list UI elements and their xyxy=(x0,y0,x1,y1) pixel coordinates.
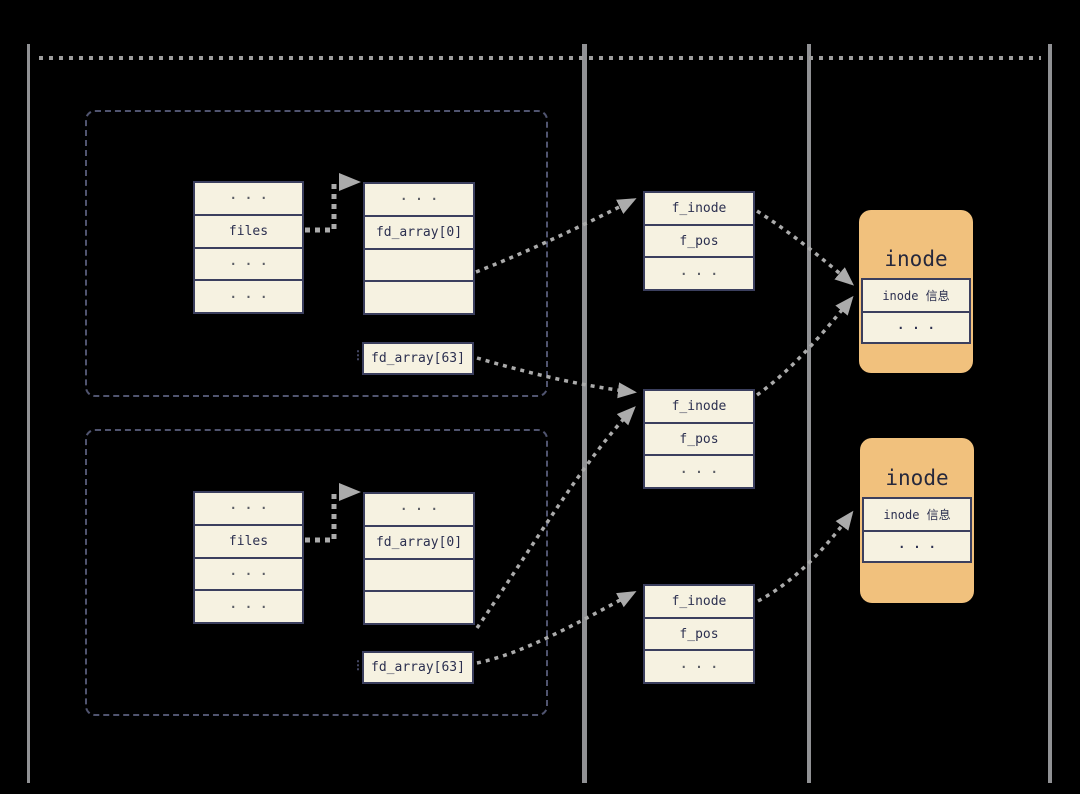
lane-divider-middle-1 xyxy=(582,44,587,783)
table-row-fpos: f_pos xyxy=(645,223,753,257)
arrow-file-entry-2-to-inode-1 xyxy=(755,295,854,397)
table-row: ··· xyxy=(195,589,302,622)
lane-divider-left xyxy=(27,44,30,783)
inode-info-row: inode 信息 xyxy=(882,289,950,303)
vertical-ellipsis: ⋮ xyxy=(352,658,364,672)
table-row-files: files xyxy=(195,523,302,557)
inode-card-2: inode inode 信息 ··· xyxy=(860,438,974,603)
table-row: ··· xyxy=(645,454,753,487)
arrow-file-entry-1-to-inode-1 xyxy=(756,209,855,286)
table-row-fd63: fd_array[63] xyxy=(371,660,465,675)
table-row: ··· xyxy=(863,311,969,342)
open-file-entry-3: f_inode f_pos ··· xyxy=(643,584,755,684)
table-row-finode: f_inode xyxy=(671,593,727,609)
table-row-empty xyxy=(365,590,473,623)
inode-body: inode 信息 ··· xyxy=(862,497,972,563)
table-row-empty xyxy=(365,280,473,313)
table-row: ··· xyxy=(400,502,446,517)
table-row: ··· xyxy=(195,556,302,590)
fd-array-63-box-1: fd_array[63] xyxy=(362,342,474,375)
table-row: ··· xyxy=(229,501,276,516)
vertical-ellipsis: ⋮ xyxy=(352,348,364,362)
table-row: ··· xyxy=(645,649,753,682)
table-row: ··· xyxy=(195,246,302,280)
process-box-1 xyxy=(85,110,548,397)
inode-title: inode xyxy=(885,466,949,490)
table-row-finode: f_inode xyxy=(671,398,727,414)
lane-divider-right xyxy=(1048,44,1052,783)
table-row-fd0: fd_array[0] xyxy=(365,524,473,558)
table-row: ··· xyxy=(229,191,276,206)
lane-divider-middle-2 xyxy=(807,44,811,783)
table-row: ··· xyxy=(400,192,446,207)
open-file-entry-2: f_inode f_pos ··· xyxy=(643,389,755,489)
fd-array-table-1: ··· fd_array[0] xyxy=(363,182,475,315)
table-row-finode: f_inode xyxy=(671,200,727,216)
task-struct-table-1: ··· files ··· ··· xyxy=(193,181,304,314)
table-row: ··· xyxy=(864,530,970,561)
fd-array-table-2: ··· fd_array[0] xyxy=(363,492,475,625)
inode-card-1: inode inode 信息 ··· xyxy=(859,210,973,373)
table-row-fpos: f_pos xyxy=(645,421,753,455)
table-row-fd0: fd_array[0] xyxy=(365,214,473,248)
open-file-entry-1: f_inode f_pos ··· xyxy=(643,191,755,291)
task-struct-table-2: ··· files ··· ··· xyxy=(193,491,304,624)
inode-body: inode 信息 ··· xyxy=(861,278,971,344)
table-row-empty xyxy=(365,557,473,591)
table-row-empty xyxy=(365,247,473,281)
inode-title: inode xyxy=(884,247,948,271)
process-box-2 xyxy=(85,429,548,716)
table-row-files: files xyxy=(195,213,302,247)
inode-info-row: inode 信息 xyxy=(883,508,951,522)
table-row-fd63: fd_array[63] xyxy=(371,351,465,366)
table-row: ··· xyxy=(195,279,302,312)
arrow-file-entry-3-to-inode-2 xyxy=(757,510,854,603)
fd-array-63-box-2: fd_array[63] xyxy=(362,651,474,684)
table-row: ··· xyxy=(645,256,753,289)
table-row-fpos: f_pos xyxy=(645,616,753,650)
